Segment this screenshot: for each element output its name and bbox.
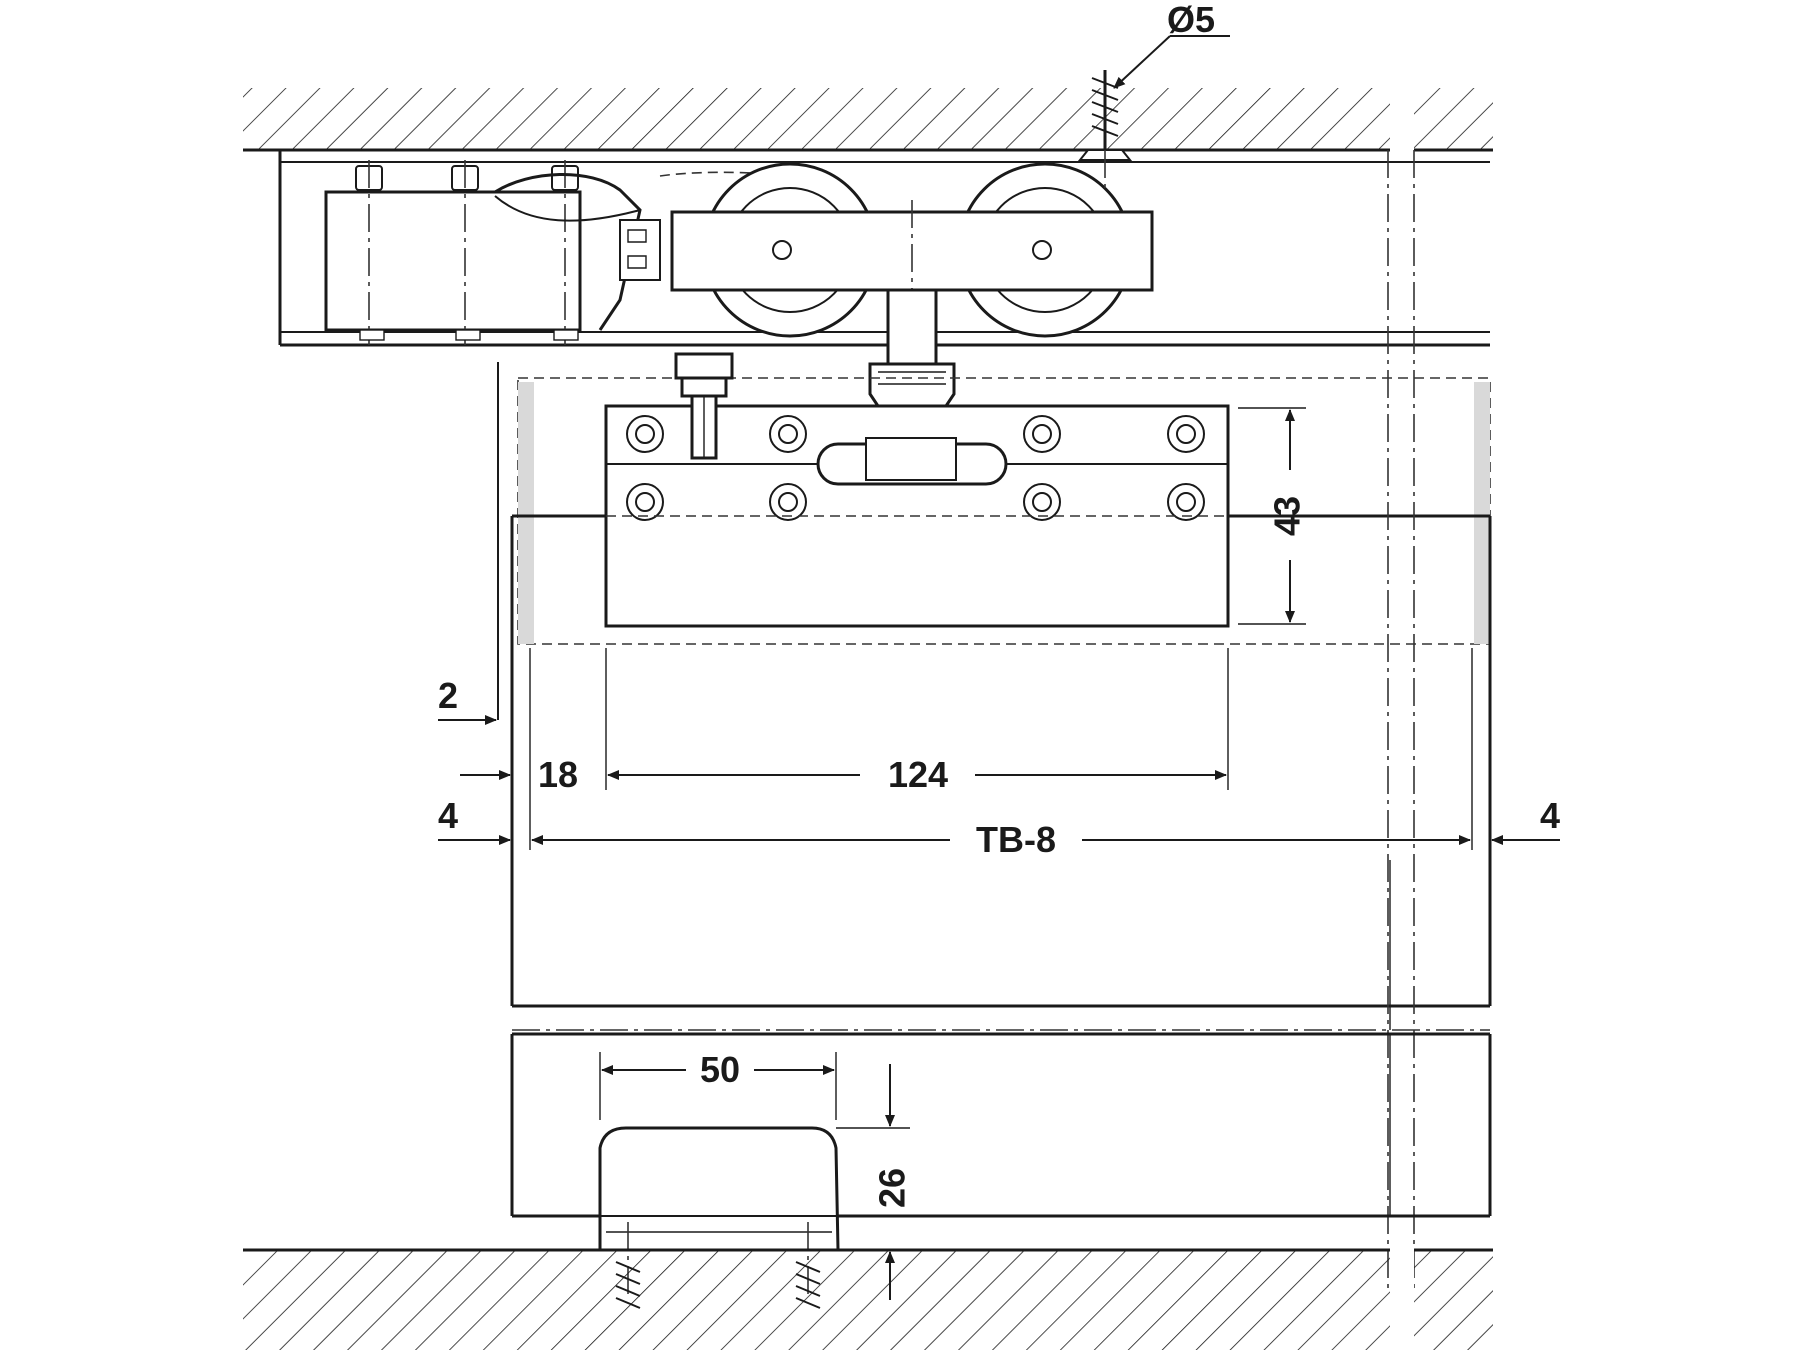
dimension-plate-width: 124 xyxy=(605,648,1229,795)
track-profile xyxy=(278,150,1490,347)
label-plate-height: 43 xyxy=(1267,496,1308,536)
roller-carriage xyxy=(670,200,1154,540)
dimension-plate-height: 43 xyxy=(1238,407,1308,625)
label-door-width: TB-8 xyxy=(976,819,1056,860)
label-wall-gap: 2 xyxy=(438,675,458,716)
label-guide-width: 50 xyxy=(700,1049,740,1090)
soft-close-damper xyxy=(324,160,841,345)
dimension-door-width: TB-8 xyxy=(531,819,1471,860)
door-panel xyxy=(497,150,1492,1290)
dimension-panel-thickness: 18 xyxy=(460,754,578,795)
label-panel-thickness: 18 xyxy=(538,754,578,795)
floor-guide xyxy=(598,1126,840,1300)
label-side-clearance-left: 4 xyxy=(438,795,458,836)
label-guide-height: 26 xyxy=(872,1168,913,1208)
dimension-screw-diameter: Ø5 xyxy=(1113,0,1230,89)
dimension-side-clearance-right: 4 xyxy=(1491,795,1560,845)
adjustment-bolt xyxy=(674,352,734,460)
floor xyxy=(243,1248,1493,1350)
ceiling-screw xyxy=(1077,70,1133,190)
dimension-wall-gap: 2 xyxy=(438,675,497,725)
label-plate-width: 124 xyxy=(888,754,948,795)
suspension-bolt xyxy=(868,288,956,408)
dimension-side-clearance-left: 4 xyxy=(438,795,511,845)
dimension-guide-width: 50 xyxy=(599,1049,837,1120)
dimension-guide-height: 26 xyxy=(836,1064,913,1300)
label-screw-diameter: Ø5 xyxy=(1167,0,1215,40)
label-side-clearance-right: 4 xyxy=(1540,795,1560,836)
ceiling xyxy=(243,86,1493,152)
